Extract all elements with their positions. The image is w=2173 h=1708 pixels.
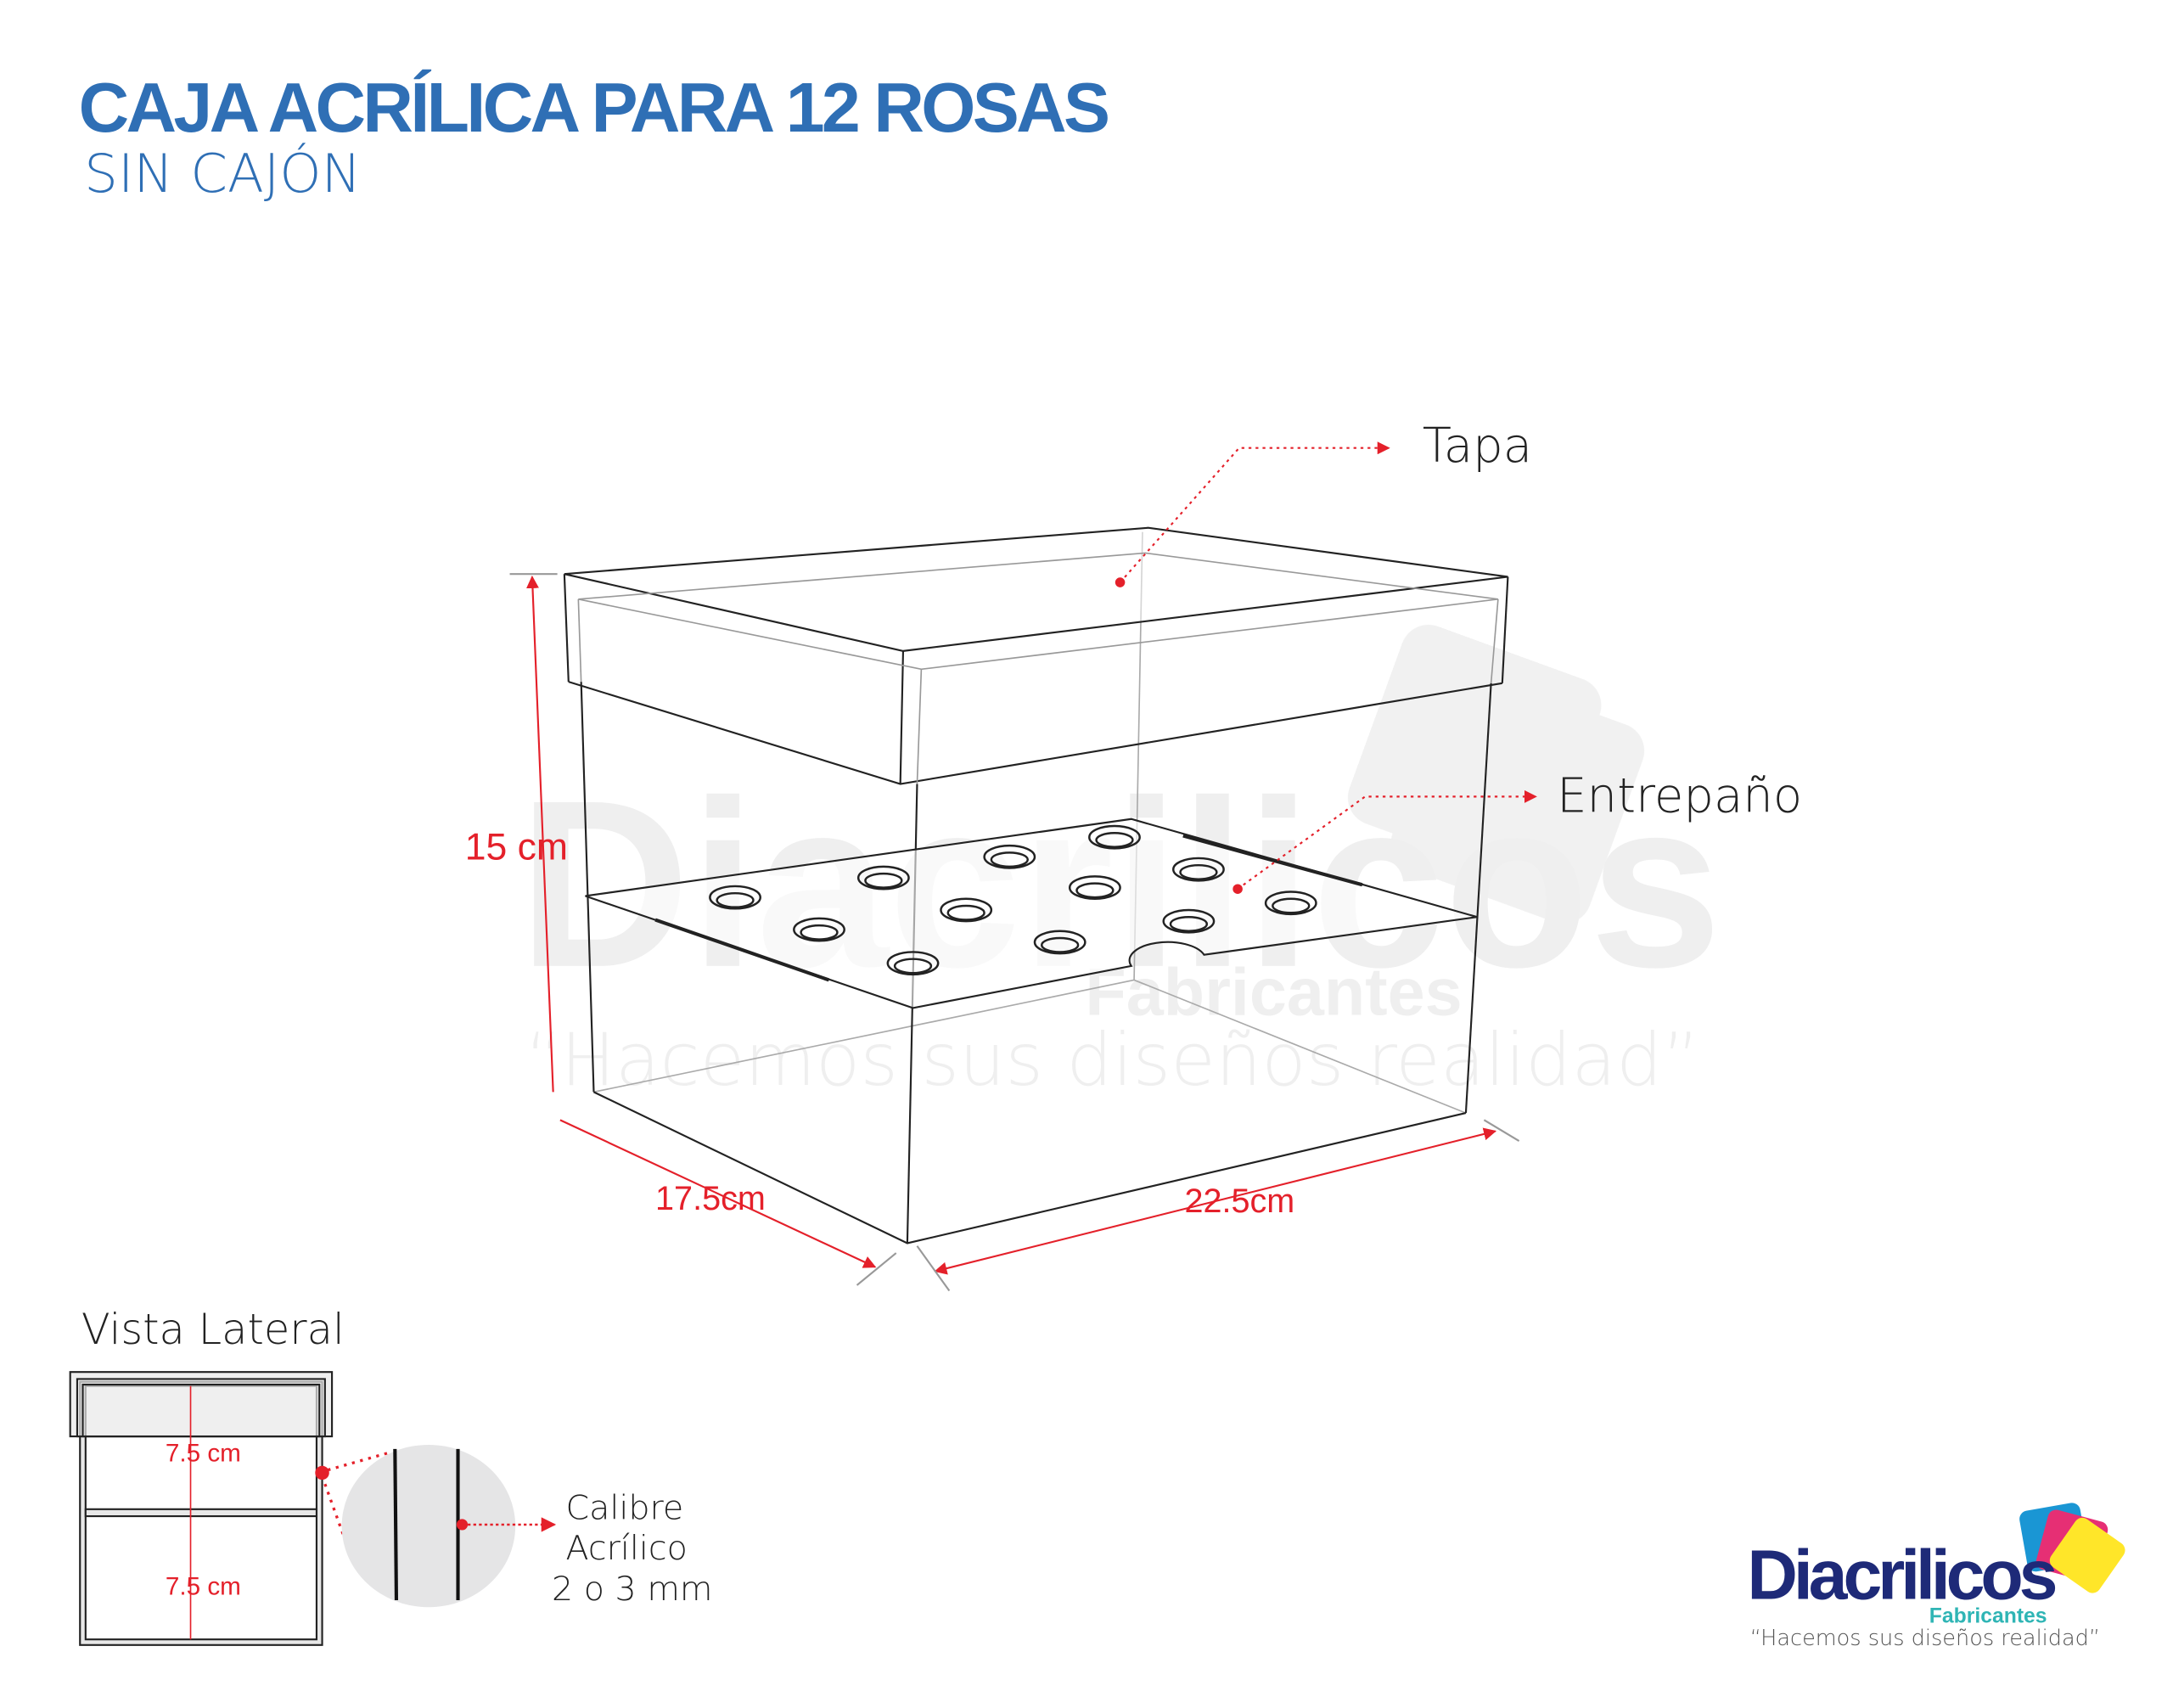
rose-holes — [709, 824, 1317, 976]
lid-callout: Tapa — [1115, 419, 1532, 587]
magnifier — [341, 1444, 516, 1608]
watermark-slogan: “Hacemos sus diseños realidad” — [525, 1018, 1700, 1103]
rose-hole — [1068, 875, 1121, 901]
lid — [563, 526, 1509, 785]
callout-line3: 2 o 3 mm — [552, 1570, 712, 1609]
rose-hole — [1264, 891, 1317, 916]
rose-hole — [886, 951, 940, 976]
rose-hole — [1162, 908, 1216, 934]
acrylic-box — [563, 526, 1509, 1244]
side-view-title: Vista Lateral — [81, 1305, 345, 1354]
rose-hole — [983, 844, 1036, 869]
callout-line2: Acrílico — [566, 1529, 688, 1568]
rose-hole — [856, 865, 910, 891]
height-dimension: 15 cm — [465, 827, 568, 868]
callout-line1: Calibre — [566, 1488, 684, 1527]
logo-squares — [2019, 1503, 2125, 1593]
logo-slogan: “Hacemos sus diseños realidad” — [1750, 1626, 2100, 1651]
rose-hole — [1172, 857, 1225, 882]
dimension-lines — [509, 573, 1520, 1292]
lid-label: Tapa — [1423, 419, 1532, 474]
rose-hole — [1088, 824, 1141, 850]
logo-brand: Diacrilicos — [1747, 1536, 2058, 1614]
logo-sub: Fabricantes — [1929, 1604, 2047, 1627]
rose-hole — [1033, 930, 1086, 955]
side-view: Vista Lateral 7.5 cm 7.5 cm Calibre Acrí… — [69, 1305, 712, 1646]
width-dimension: 22.5cm — [1184, 1183, 1294, 1220]
brand-logo: Diacrilicos Fabricantes “Hacemos sus dis… — [1747, 1503, 2125, 1651]
shelf — [585, 817, 1478, 1009]
upper-height-dimension: 7.5 cm — [166, 1440, 241, 1468]
shelf-callout: Entrepaño — [1232, 769, 1802, 895]
depth-dimension: 17.5cm — [655, 1180, 766, 1217]
rose-hole — [940, 897, 993, 923]
rose-hole — [709, 885, 761, 910]
shelf-label: Entrepaño — [1557, 769, 1802, 824]
watermark-sub: Fabricantes — [1085, 954, 1462, 1030]
lower-height-dimension: 7.5 cm — [166, 1572, 241, 1600]
page-subtitle: SIN CAJÓN — [84, 143, 361, 205]
page-title: CAJA ACRÍLICA PARA 12 ROSAS — [79, 69, 1112, 147]
rose-hole — [793, 917, 845, 942]
